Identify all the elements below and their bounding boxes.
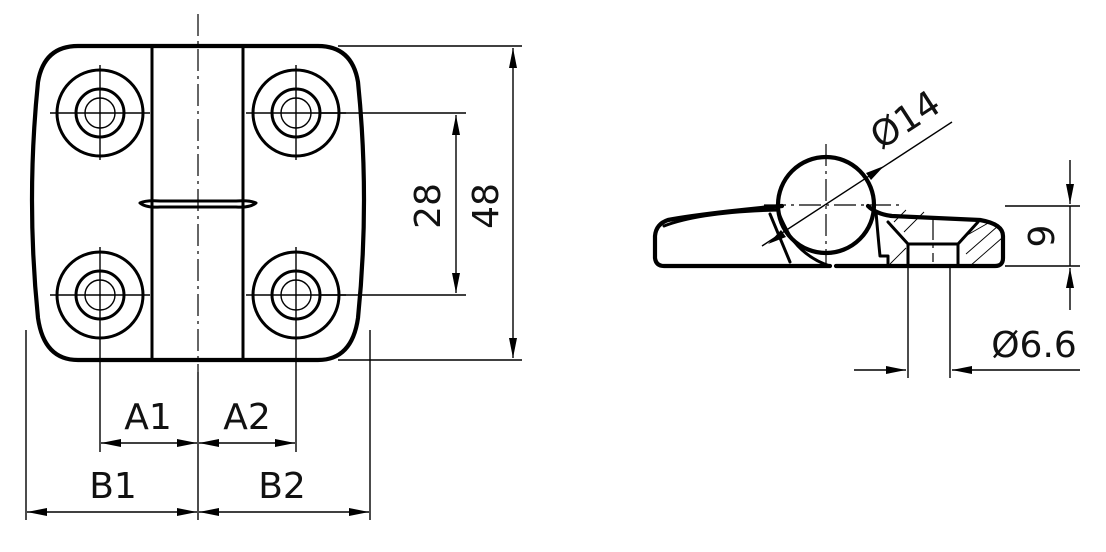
dim-label-thickness: 9	[1022, 225, 1063, 248]
right-leaf-inner	[874, 210, 890, 268]
hinge-body-outline	[29, 43, 367, 363]
left-leaf-outline	[652, 203, 833, 269]
dim-label-a2: A2	[223, 397, 271, 438]
dim-label-diameter-knuckle: Ø14	[863, 83, 948, 158]
side-view: Ø14 9 Ø6.6	[652, 83, 1080, 378]
dim-label-a1: A1	[124, 397, 172, 438]
front-view: 48 28 A1 A2 B1 B2	[25, 14, 522, 520]
extension-lines	[25, 45, 522, 520]
right-leaf-outline	[833, 203, 1006, 269]
countersink-section	[886, 209, 1003, 268]
dim-label-b2: B2	[258, 466, 306, 507]
dim-arrow-knuckle-1	[866, 166, 884, 180]
dim-label-b1: B1	[89, 466, 137, 507]
dim-arrow-knuckle-2	[768, 230, 786, 244]
mounting-hole-bottom-left	[50, 247, 150, 342]
dim-label-28: 28	[408, 183, 449, 229]
dim-label-48: 48	[466, 183, 507, 229]
left-leaf-inner-edge	[662, 208, 832, 268]
knuckle-split-line	[138, 199, 258, 209]
mounting-hole-top-left	[50, 65, 150, 160]
dim-line-diameter-knuckle	[761, 121, 953, 247]
dim-label-diameter-hole: Ø6.6	[991, 325, 1077, 366]
